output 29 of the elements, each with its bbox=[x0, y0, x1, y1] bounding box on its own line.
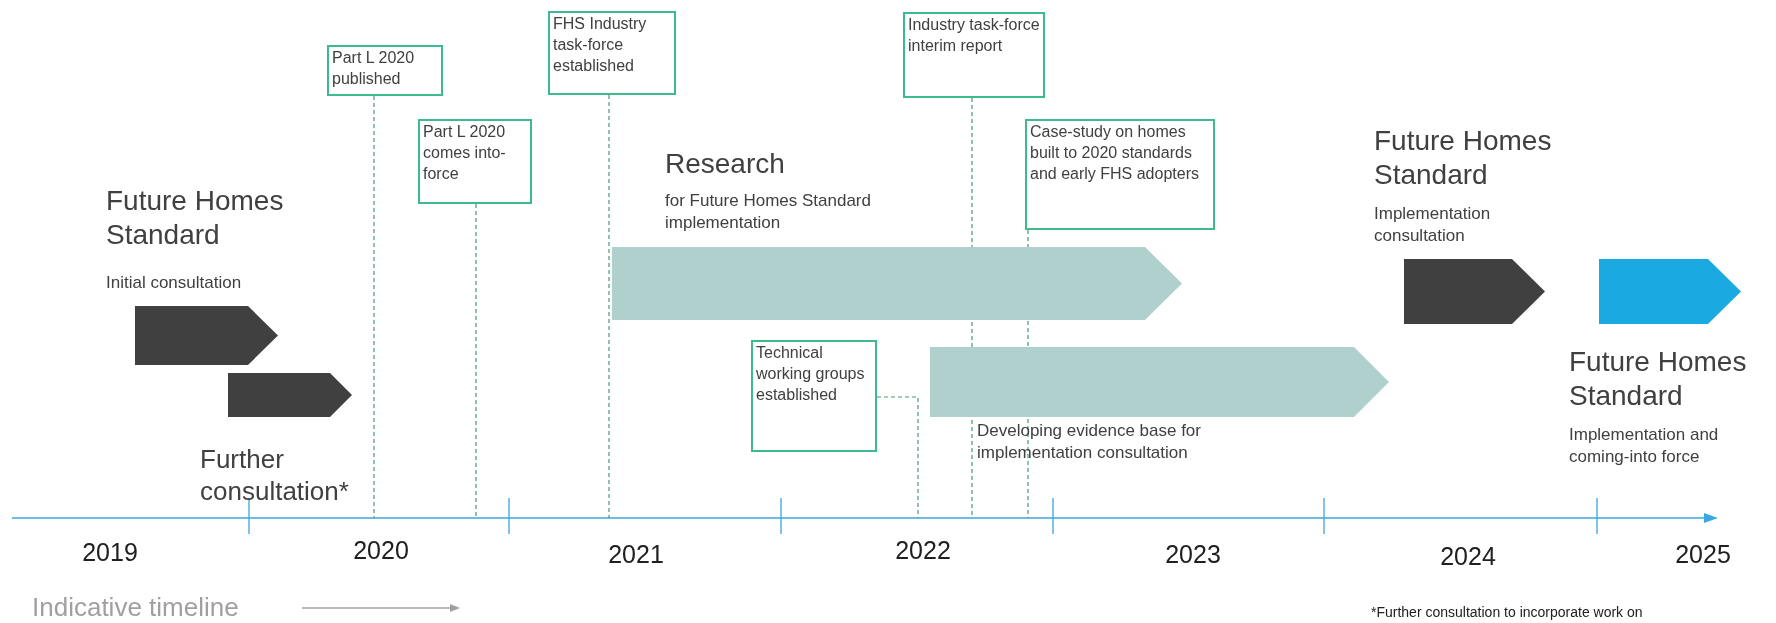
leader-line bbox=[475, 203, 477, 519]
year-label: 2019 bbox=[82, 538, 138, 567]
description-text: Implementation consultation bbox=[1374, 203, 1492, 248]
description-text: for Future Homes Standard implementation bbox=[665, 190, 872, 235]
heading-text: Future Homes Standard bbox=[1569, 345, 1748, 414]
leader-line bbox=[608, 94, 610, 519]
description-text: Developing evidence base for implementation consultation bbox=[977, 420, 1202, 465]
description-text: Initial consultation bbox=[106, 272, 243, 294]
year-label: 2023 bbox=[1165, 540, 1221, 569]
leader-line bbox=[373, 95, 375, 519]
milestone-callout: Technical working groups established bbox=[751, 340, 877, 452]
heading-text: Future Homes Standard bbox=[1374, 124, 1553, 193]
year-label: 2021 bbox=[608, 540, 664, 569]
milestone-callout: FHS Industry task-force established bbox=[548, 11, 676, 95]
leader-line bbox=[876, 396, 919, 519]
footnote: *Further consultation to incorporate work on bbox=[1371, 604, 1643, 620]
heading-text: Future Homes Standard bbox=[106, 184, 285, 253]
year-label: 2020 bbox=[353, 536, 409, 565]
milestone-callout: Case-study on homes built to 2020 standards and early FHS adopters bbox=[1025, 119, 1215, 230]
year-label: 2022 bbox=[895, 536, 951, 565]
heading-text: Research bbox=[665, 147, 786, 181]
year-label: 2024 bbox=[1440, 542, 1496, 571]
heading-text: Further consultation* bbox=[200, 444, 350, 508]
milestone-callout: Industry task-force interim report bbox=[903, 12, 1045, 98]
description-text: Implementation and coming-into force bbox=[1569, 424, 1720, 469]
milestone-callout: Part L 2020 comes into-force bbox=[418, 119, 532, 204]
year-label: 2025 bbox=[1675, 540, 1731, 569]
milestone-callout: Part L 2020 published bbox=[327, 45, 443, 96]
timeline-note: Indicative timeline bbox=[32, 592, 239, 623]
